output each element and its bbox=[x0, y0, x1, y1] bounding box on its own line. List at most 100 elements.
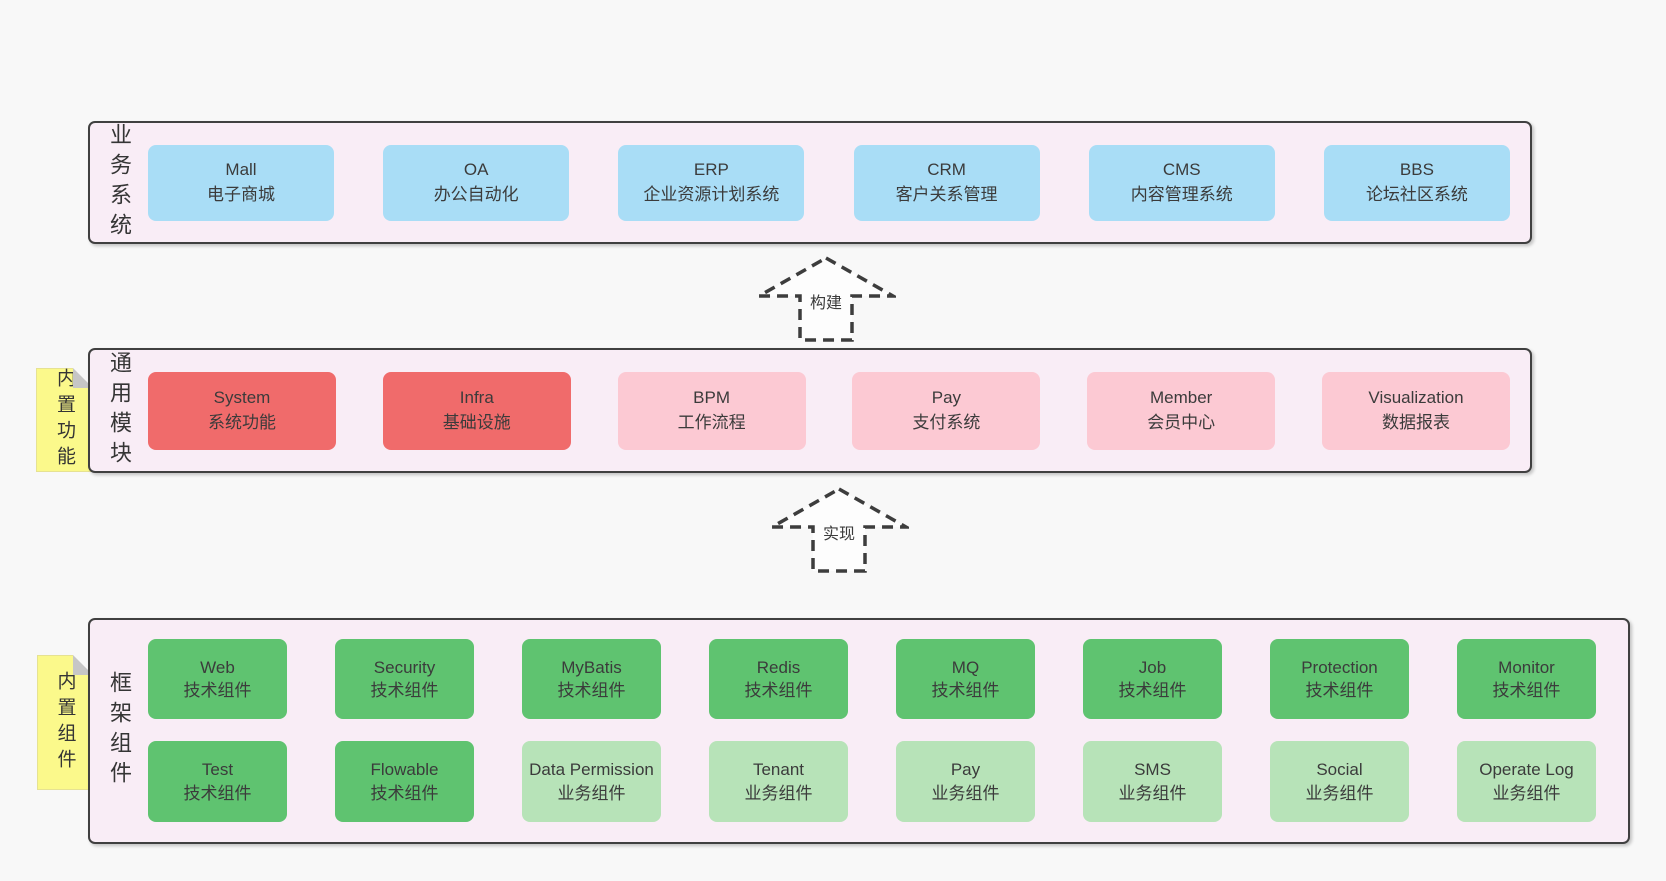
box-title: ERP bbox=[693, 160, 729, 180]
box-title: Monitor bbox=[1498, 657, 1555, 677]
box-operate-log: Operate Log 业务组件 bbox=[1457, 741, 1596, 822]
box-subtitle: 技术组件 bbox=[931, 681, 1000, 700]
box-title: Pay bbox=[931, 388, 962, 408]
box-title: Web bbox=[200, 657, 235, 677]
box-bbs: BBS 论坛社区系统 bbox=[1323, 144, 1510, 221]
box-title: Pay bbox=[950, 760, 981, 780]
box-title: Tenant bbox=[752, 760, 805, 780]
box-sms: SMS 业务组件 bbox=[1083, 741, 1222, 822]
box-subtitle: 技术组件 bbox=[1492, 681, 1561, 700]
business-boxes-row: Mall 电子商城 OA 办公自动化 ERP 企业资源计划系统 CRM 客户关系… bbox=[148, 123, 1510, 242]
arrow-build-label: 构建 bbox=[806, 288, 846, 314]
sticky-note-text: 内置功能 bbox=[54, 368, 75, 472]
box-subtitle: 系统功能 bbox=[208, 412, 276, 432]
box-subtitle: 业务组件 bbox=[557, 783, 626, 803]
box-oa: OA 办公自动化 bbox=[383, 144, 570, 221]
box-crm: CRM 客户关系管理 bbox=[853, 144, 1040, 221]
box-redis: Redis 技术组件 bbox=[709, 639, 848, 719]
box-title: Operate Log bbox=[1479, 760, 1574, 780]
box-infra: Infra 基础设施 bbox=[382, 371, 571, 450]
box-title: Infra bbox=[459, 388, 494, 408]
box-subtitle: 技术组件 bbox=[183, 783, 252, 803]
box-subtitle: 支付系统 bbox=[912, 412, 981, 432]
box-mall: Mall 电子商城 bbox=[148, 144, 334, 221]
box-subtitle: 技术组件 bbox=[183, 681, 252, 700]
box-job: Job 技术组件 bbox=[1083, 639, 1222, 719]
box-social: Social 业务组件 bbox=[1270, 741, 1409, 822]
box-title: Job bbox=[1138, 657, 1167, 677]
arrow-implement: 实现 bbox=[769, 486, 909, 574]
box-data-permission: Data Permission 业务组件 bbox=[522, 741, 661, 822]
box-subtitle: 电子商城 bbox=[207, 184, 275, 204]
box-visualization: Visualization 数据报表 bbox=[1321, 371, 1510, 450]
panel-modules-label: 通用模块 bbox=[107, 350, 132, 471]
arrow-implement-label: 实现 bbox=[819, 519, 859, 545]
box-title: System bbox=[213, 388, 271, 408]
box-mybatis: MyBatis 技术组件 bbox=[522, 639, 661, 719]
box-subtitle: 论坛社区系统 bbox=[1365, 184, 1468, 204]
box-title: Social bbox=[1316, 760, 1363, 780]
box-mq: MQ 技术组件 bbox=[896, 639, 1035, 719]
box-subtitle: 技术组件 bbox=[370, 783, 439, 803]
box-tenant: Tenant 业务组件 bbox=[709, 741, 848, 822]
sticky-note-builtin-components: 内置组件 bbox=[37, 655, 93, 790]
box-subtitle: 技术组件 bbox=[370, 681, 439, 700]
box-subtitle: 业务组件 bbox=[1305, 783, 1374, 803]
box-member: Member 会员中心 bbox=[1087, 371, 1276, 450]
panel-framework-label: 框架组件 bbox=[107, 671, 132, 791]
panel-framework-components: 框架组件 Web 技术组件 Security 技术组件 MyBatis 技术组件… bbox=[88, 618, 1630, 844]
box-subtitle: 业务组件 bbox=[931, 783, 1000, 803]
box-pay-component: Pay 业务组件 bbox=[896, 741, 1035, 822]
box-subtitle: 企业资源计划系统 bbox=[643, 184, 780, 204]
box-subtitle: 技术组件 bbox=[1118, 681, 1187, 700]
box-subtitle: 业务组件 bbox=[744, 783, 813, 803]
box-subtitle: 内容管理系统 bbox=[1130, 184, 1233, 204]
panel-common-modules: 通用模块 System 系统功能 Infra 基础设施 BPM 工作流程 Pay… bbox=[88, 348, 1532, 473]
box-title: SMS bbox=[1134, 760, 1171, 780]
box-bpm: BPM 工作流程 bbox=[617, 371, 806, 450]
box-title: BPM bbox=[693, 388, 731, 408]
box-title: Data Permission bbox=[529, 760, 654, 780]
box-erp: ERP 企业资源计划系统 bbox=[618, 144, 805, 221]
box-subtitle: 会员中心 bbox=[1147, 412, 1216, 432]
box-subtitle: 工作流程 bbox=[677, 412, 746, 432]
box-title: Mall bbox=[225, 160, 257, 180]
box-security: Security 技术组件 bbox=[335, 639, 474, 719]
box-subtitle: 数据报表 bbox=[1381, 412, 1450, 432]
box-protection: Protection 技术组件 bbox=[1270, 639, 1409, 719]
box-subtitle: 客户关系管理 bbox=[895, 184, 998, 204]
box-subtitle: 业务组件 bbox=[1492, 783, 1561, 803]
panel-business-systems: 业务系统 Mall 电子商城 OA 办公自动化 ERP 企业资源计划系统 CRM… bbox=[88, 121, 1532, 244]
box-test: Test 技术组件 bbox=[148, 741, 287, 822]
box-title: MQ bbox=[951, 657, 980, 677]
box-subtitle: 技术组件 bbox=[1305, 681, 1374, 700]
box-flowable: Flowable 技术组件 bbox=[335, 741, 474, 822]
box-title: Member bbox=[1150, 388, 1213, 408]
box-title: Flowable bbox=[370, 760, 439, 780]
box-subtitle: 技术组件 bbox=[744, 681, 813, 700]
modules-boxes-row: System 系统功能 Infra 基础设施 BPM 工作流程 Pay 支付系统… bbox=[148, 350, 1510, 471]
box-monitor: Monitor 技术组件 bbox=[1457, 639, 1596, 719]
arrow-build: 构建 bbox=[756, 255, 896, 343]
framework-boxes-grid: Web 技术组件 Security 技术组件 MyBatis 技术组件 Redi… bbox=[148, 639, 1596, 822]
box-cms: CMS 内容管理系统 bbox=[1088, 144, 1275, 221]
box-title: CRM bbox=[927, 160, 966, 180]
sticky-note-text: 内置组件 bbox=[54, 670, 76, 775]
box-title: BBS bbox=[1399, 160, 1434, 180]
box-title: Test bbox=[201, 760, 234, 780]
box-title: Protection bbox=[1301, 657, 1378, 677]
box-title: MyBatis bbox=[561, 657, 622, 677]
box-web: Web 技术组件 bbox=[148, 639, 287, 719]
box-title: CMS bbox=[1162, 160, 1201, 180]
box-subtitle: 办公自动化 bbox=[433, 184, 519, 204]
box-pay-module: Pay 支付系统 bbox=[852, 371, 1041, 450]
box-subtitle: 业务组件 bbox=[1118, 783, 1187, 803]
box-title: Security bbox=[373, 657, 436, 677]
box-title: Visualization bbox=[1368, 388, 1464, 408]
sticky-note-builtin-features: 内置功能 bbox=[36, 368, 93, 472]
box-subtitle: 技术组件 bbox=[557, 681, 626, 700]
box-title: OA bbox=[463, 160, 489, 180]
box-subtitle: 基础设施 bbox=[442, 412, 511, 432]
box-system: System 系统功能 bbox=[148, 371, 336, 450]
box-title: Redis bbox=[756, 657, 801, 677]
